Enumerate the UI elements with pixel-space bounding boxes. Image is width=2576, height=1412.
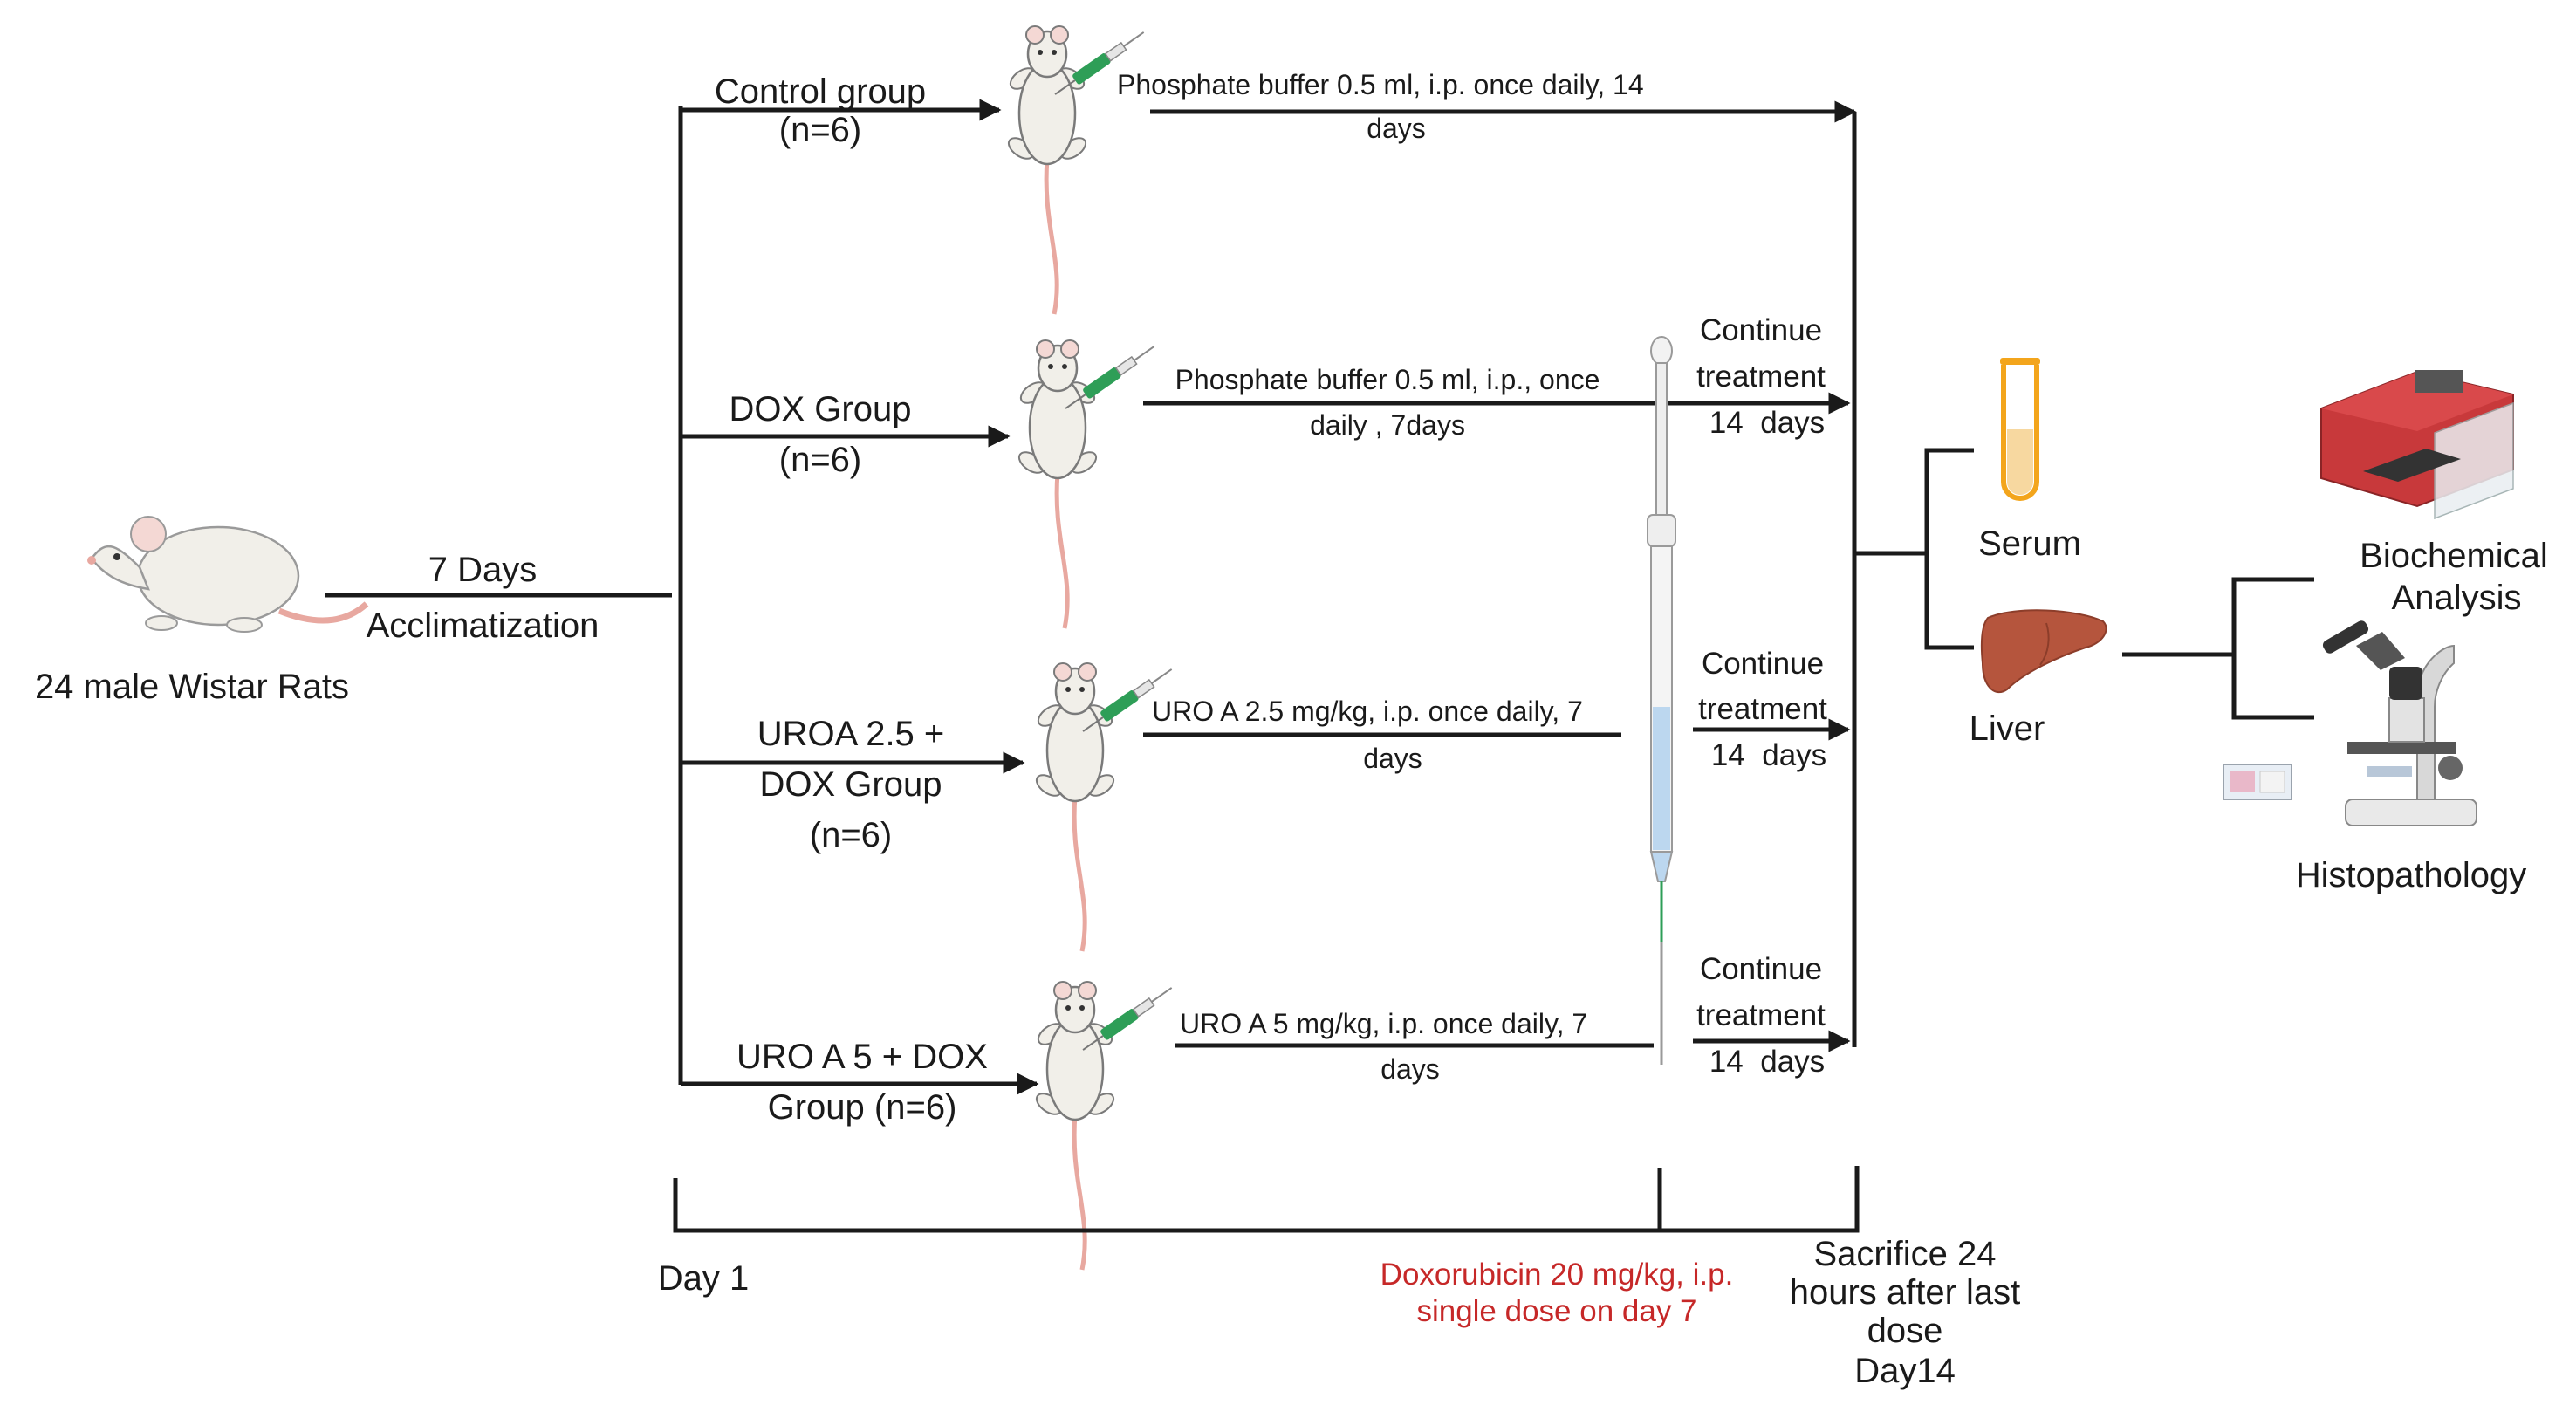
histopathology-label: Histopathology <box>2296 856 2527 894</box>
group-4-name: URO A 5 + DOX <box>736 1038 988 1076</box>
sacrifice-label-2: hours after last <box>1790 1273 2021 1312</box>
group-3-n: (n=6) <box>810 816 893 854</box>
pipette-icon <box>1647 336 1676 1065</box>
group-1-treatment: Phosphate buffer 0.5 ml, i.p. once daily… <box>1117 69 1644 100</box>
acclimatization-duration: 7 Days <box>428 551 538 589</box>
doxorubicin-label: Doxorubicin 20 mg/kg, i.p. <box>1380 1258 1734 1292</box>
acclimatization-label: Acclimatization <box>367 607 599 645</box>
svg-text:Continue: Continue <box>1702 647 1824 681</box>
analysis-bracket <box>2231 577 2314 720</box>
sacrifice-label: Sacrifice 24 <box>1814 1235 1997 1273</box>
biochemical-label-2: Analysis <box>2392 579 2522 617</box>
sacrifice-label-3: dose <box>1867 1312 1943 1350</box>
group-2-treatment: Phosphate buffer 0.5 ml, i.p., once <box>1175 364 1600 395</box>
injected-rat-icon <box>1016 340 1100 628</box>
svg-text:Continue: Continue <box>1700 952 1822 986</box>
svg-text:14 days: 14 days <box>1709 406 1825 440</box>
group-4-treatment: URO A 5 mg/kg, i.p. once daily, 7 <box>1180 1008 1587 1039</box>
continue-treatment-label-1: Continue treatment 14 days <box>1696 313 1826 440</box>
plate-reader-icon <box>2320 370 2514 520</box>
injected-rat-icon <box>1033 982 1118 1270</box>
biochemical-label: Biochemical <box>2360 537 2548 575</box>
group-3-name-2: DOX Group <box>760 765 942 804</box>
group-1-name: Control group <box>715 72 926 111</box>
group-1-treatment-duration: days <box>1367 113 1426 144</box>
microscope-icon <box>2322 620 2477 826</box>
samples-bracket <box>1924 448 1974 650</box>
group-2-name: DOX Group <box>730 390 912 428</box>
rat-icon <box>87 516 369 633</box>
svg-text:treatment: treatment <box>1696 998 1826 1032</box>
liver-label: Liver <box>1970 709 2045 748</box>
svg-text:treatment: treatment <box>1698 692 1827 726</box>
injected-rat-icon <box>1033 663 1118 951</box>
svg-text:14 days: 14 days <box>1709 1045 1825 1079</box>
group-4-n: Group (n=6) <box>768 1088 957 1127</box>
group-4-treatment-duration: days <box>1380 1053 1440 1085</box>
svg-text:Continue: Continue <box>1700 313 1822 347</box>
sacrifice-day-label: Day14 <box>1854 1352 1956 1390</box>
timeline-bar <box>673 1166 1860 1233</box>
test-tube-icon <box>2000 358 2040 501</box>
doxorubicin-label-2: single dose on day 7 <box>1416 1294 1696 1328</box>
group-2-n: (n=6) <box>779 441 862 479</box>
injected-rat-icon <box>1005 26 1090 314</box>
continue-treatment-label-3: Continue treatment 14 days <box>1696 952 1826 1079</box>
svg-text:14 days: 14 days <box>1711 738 1826 772</box>
serum-label: Serum <box>1978 524 2081 563</box>
group-3-name: UROA 2.5 + <box>757 715 945 753</box>
liver-icon <box>1980 609 2107 694</box>
group-1-n: (n=6) <box>779 111 862 149</box>
svg-text:treatment: treatment <box>1696 360 1826 394</box>
continue-treatment-label-2: Continue treatment 14 days <box>1698 647 1827 772</box>
source-label: 24 male Wistar Rats <box>35 668 349 706</box>
group-3-treatment: URO A 2.5 mg/kg, i.p. once daily, 7 <box>1152 696 1583 727</box>
day1-label: Day 1 <box>658 1259 750 1298</box>
group-3-treatment-duration: days <box>1363 743 1422 774</box>
slide-icon <box>2223 764 2292 800</box>
group-2-treatment-duration: daily , 7days <box>1310 409 1465 441</box>
